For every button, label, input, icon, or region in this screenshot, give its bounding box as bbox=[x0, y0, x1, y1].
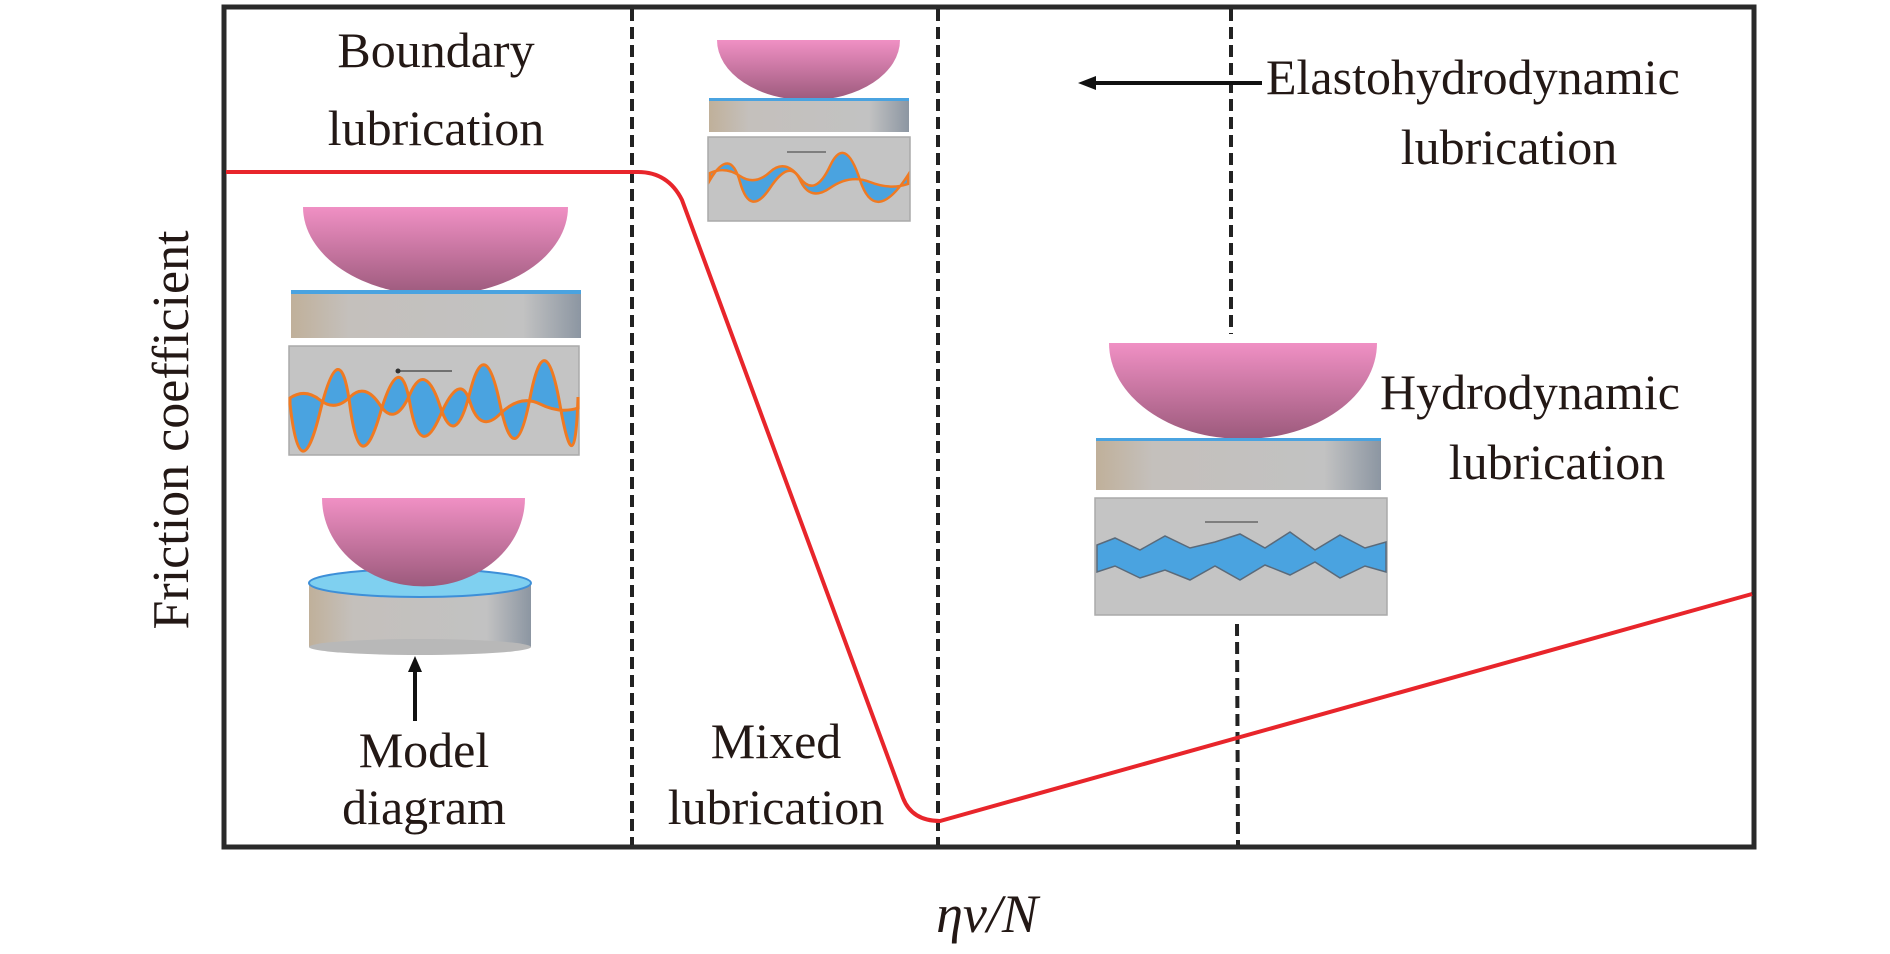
divider-ehl-hydro-bottom bbox=[1235, 623, 1240, 846]
ball-icon bbox=[717, 40, 900, 101]
boundary-illustration bbox=[288, 207, 581, 456]
substrate-bar bbox=[709, 101, 909, 132]
stribeck-curve bbox=[226, 170, 1753, 824]
ball-icon bbox=[1109, 343, 1377, 439]
model-label-line1: Model bbox=[359, 722, 490, 778]
mixed-label-line1: Mixed bbox=[711, 713, 842, 769]
hydrodynamic-illustration bbox=[1094, 343, 1388, 616]
hydro-label-line1: Hydrodynamic bbox=[1380, 364, 1680, 420]
boundary-label-line1: Boundary bbox=[337, 22, 534, 78]
plot-frame bbox=[221, 4, 1757, 850]
hydro-label-line2: lubrication bbox=[1449, 434, 1666, 490]
model-label-line2: diagram bbox=[342, 779, 506, 835]
ball-icon bbox=[322, 498, 525, 587]
y-axis-label: Friction coefficient bbox=[143, 230, 200, 630]
substrate-bar bbox=[291, 294, 581, 338]
ehl-label-line1: Elastohydrodynamic bbox=[1266, 49, 1680, 105]
ehl-label-line2: lubrication bbox=[1401, 119, 1618, 175]
substrate-bar bbox=[1096, 441, 1381, 490]
mixed-label-line2: lubrication bbox=[668, 779, 885, 835]
fluid-film bbox=[1096, 531, 1387, 581]
region-dividers bbox=[630, 9, 1240, 846]
boundary-label-line2: lubrication bbox=[328, 100, 545, 156]
asperity-film bbox=[288, 359, 580, 453]
asperity-film bbox=[708, 151, 910, 203]
mixed-illustration bbox=[707, 40, 911, 222]
x-axis-label: ηv/N bbox=[936, 884, 1041, 944]
model-illustration bbox=[308, 498, 532, 721]
ball-icon bbox=[303, 207, 568, 296]
